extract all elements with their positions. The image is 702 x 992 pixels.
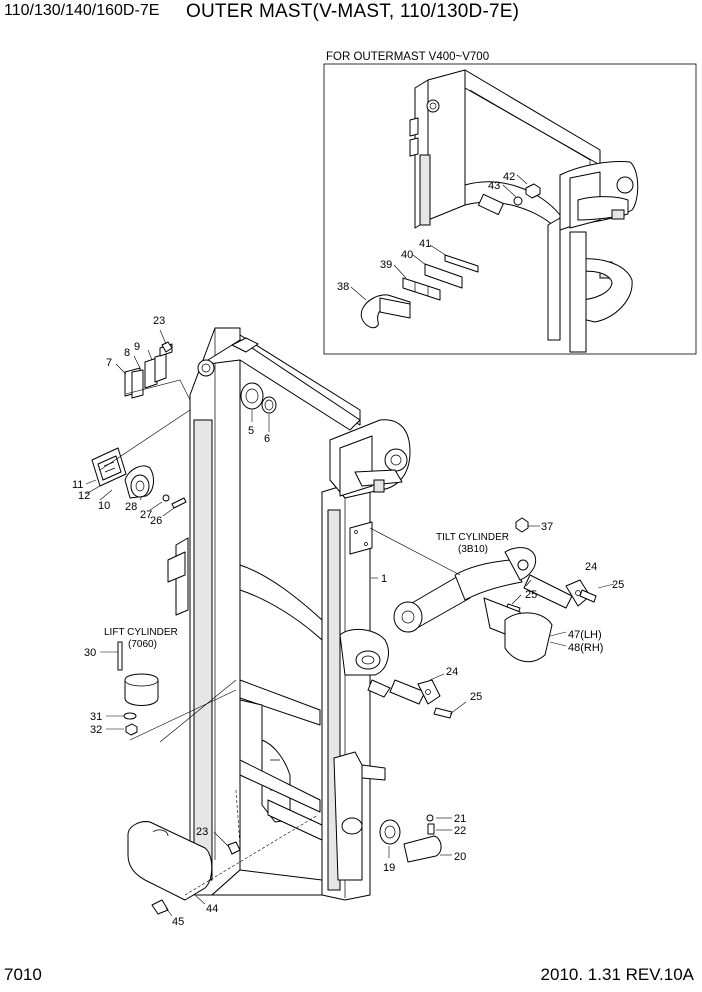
callout-6: 6 <box>264 433 270 445</box>
callout-21: 21 <box>454 813 466 825</box>
callout-39: 39 <box>380 259 392 271</box>
inset-mast-drawing <box>360 69 639 353</box>
callout-28: 28 <box>125 501 137 513</box>
label-lift-cylinder-code: (7060) <box>128 639 157 650</box>
callout-12: 12 <box>78 490 90 502</box>
page-number: 7010 <box>4 965 42 984</box>
label-tilt-cylinder: TILT CYLINDER <box>436 532 509 543</box>
callout-5: 5 <box>248 425 254 437</box>
callout-7: 7 <box>106 357 112 369</box>
revision-date: 2010. 1.31 REV.10A <box>540 965 694 984</box>
inset-leaders <box>350 174 528 301</box>
callout-37: 37 <box>541 521 553 533</box>
callout-24-lower: 24 <box>446 666 458 678</box>
callout-43: 43 <box>488 180 500 192</box>
callout-32: 32 <box>90 724 102 736</box>
callout-25-mid: 25 <box>525 589 537 601</box>
label-lift-cylinder: LIFT CYLINDER <box>104 627 178 638</box>
callout-47-lh: 47(LH) <box>568 629 602 641</box>
page-title: OUTER MAST(V-MAST, 110/130D-7E) <box>186 1 520 22</box>
callout-22: 22 <box>454 825 466 837</box>
main-leaders <box>85 329 615 917</box>
callout-26: 26 <box>150 515 162 527</box>
model-range: 110/130/140/160D-7E <box>4 2 160 19</box>
callout-11: 11 <box>72 479 83 491</box>
callout-1: 1 <box>381 573 387 585</box>
callout-23-upper: 23 <box>153 315 165 327</box>
callout-19: 19 <box>383 862 395 874</box>
callout-40: 40 <box>401 249 413 261</box>
callout-25-right: 25 <box>612 579 624 591</box>
callout-23-lower: 23 <box>196 826 208 838</box>
callout-10: 10 <box>98 500 110 512</box>
callout-25-lower: 25 <box>470 691 482 703</box>
callout-42: 42 <box>503 171 515 183</box>
inset-border <box>323 63 697 355</box>
callout-27: 27 <box>140 509 152 521</box>
callout-38: 38 <box>337 281 349 293</box>
label-tilt-cylinder-code: (3B10) <box>458 544 488 555</box>
main-mast-drawing <box>91 327 597 915</box>
callout-31: 31 <box>90 711 102 723</box>
callout-30: 30 <box>84 647 96 659</box>
callout-24-upper: 24 <box>585 561 597 573</box>
inset-caption: FOR OUTERMAST V400~V700 <box>326 51 489 63</box>
callout-8: 8 <box>124 347 130 359</box>
inset-panel: FOR OUTERMAST V400~V700 <box>323 51 697 355</box>
callout-20: 20 <box>454 851 466 863</box>
callout-48-rh: 48(RH) <box>568 642 603 654</box>
callout-45: 45 <box>172 916 184 928</box>
callout-9: 9 <box>134 341 140 353</box>
callout-44: 44 <box>206 903 218 915</box>
callout-41: 41 <box>419 238 431 250</box>
